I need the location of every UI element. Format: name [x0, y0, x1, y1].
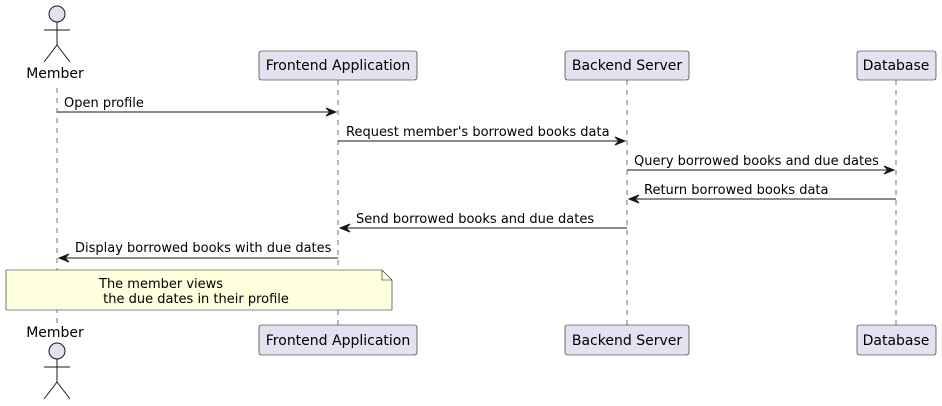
arrowhead-icon: [627, 194, 640, 204]
message-label-4: Return borrowed books data: [644, 183, 829, 198]
actor-label-member-top: Member: [26, 66, 84, 82]
actor-member-bottom: Member: [26, 325, 84, 400]
actor-head-icon: [48, 5, 66, 23]
note-line-2: the due dates in their profile: [99, 292, 289, 307]
message-label-1: Open profile: [64, 96, 144, 111]
message-6: Display borrowed books with due dates: [57, 241, 338, 263]
note-line-1: The member views: [98, 277, 223, 292]
message-1: Open profile: [57, 96, 338, 117]
actor-member-top: Member: [26, 5, 84, 82]
participant-database-bottom: Database: [856, 324, 937, 356]
message-label-3: Query borrowed books and due dates: [634, 154, 879, 169]
participant-label-backend-top: Backend Server: [572, 58, 682, 74]
message-3: Query borrowed books and due dates: [627, 154, 896, 175]
participant-database-top: Database: [856, 50, 937, 81]
participant-frontend-top: Frontend Application: [258, 50, 418, 81]
participant-frontend-bottom: Frontend Application: [258, 324, 418, 356]
arrowhead-icon: [57, 253, 70, 263]
message-5: Send borrowed books and due dates: [338, 212, 627, 233]
participant-backend-bottom: Backend Server: [564, 324, 690, 356]
arrowhead-icon: [325, 107, 338, 117]
participant-label-backend-bottom: Backend Server: [572, 333, 682, 349]
message-4: Return borrowed books data: [627, 183, 896, 204]
participant-label-database-bottom: Database: [863, 333, 930, 349]
participant-label-database-top: Database: [863, 58, 930, 74]
message-label-5: Send borrowed books and due dates: [356, 212, 594, 227]
actor-label-member-bottom: Member: [26, 325, 84, 341]
participant-label-frontend-bottom: Frontend Application: [266, 333, 410, 349]
message-2: Request member's borrowed books data: [338, 125, 627, 146]
participant-label-frontend-top: Frontend Application: [266, 58, 410, 74]
arrowhead-icon: [338, 223, 351, 233]
note: The member views the due dates in their …: [5, 269, 393, 311]
participant-backend-top: Backend Server: [564, 50, 690, 81]
message-label-6: Display borrowed books with due dates: [75, 241, 332, 256]
message-label-2: Request member's borrowed books data: [346, 125, 610, 140]
arrowhead-icon: [883, 165, 896, 175]
actor-head-icon: [48, 342, 66, 360]
arrowhead-icon: [614, 136, 627, 146]
